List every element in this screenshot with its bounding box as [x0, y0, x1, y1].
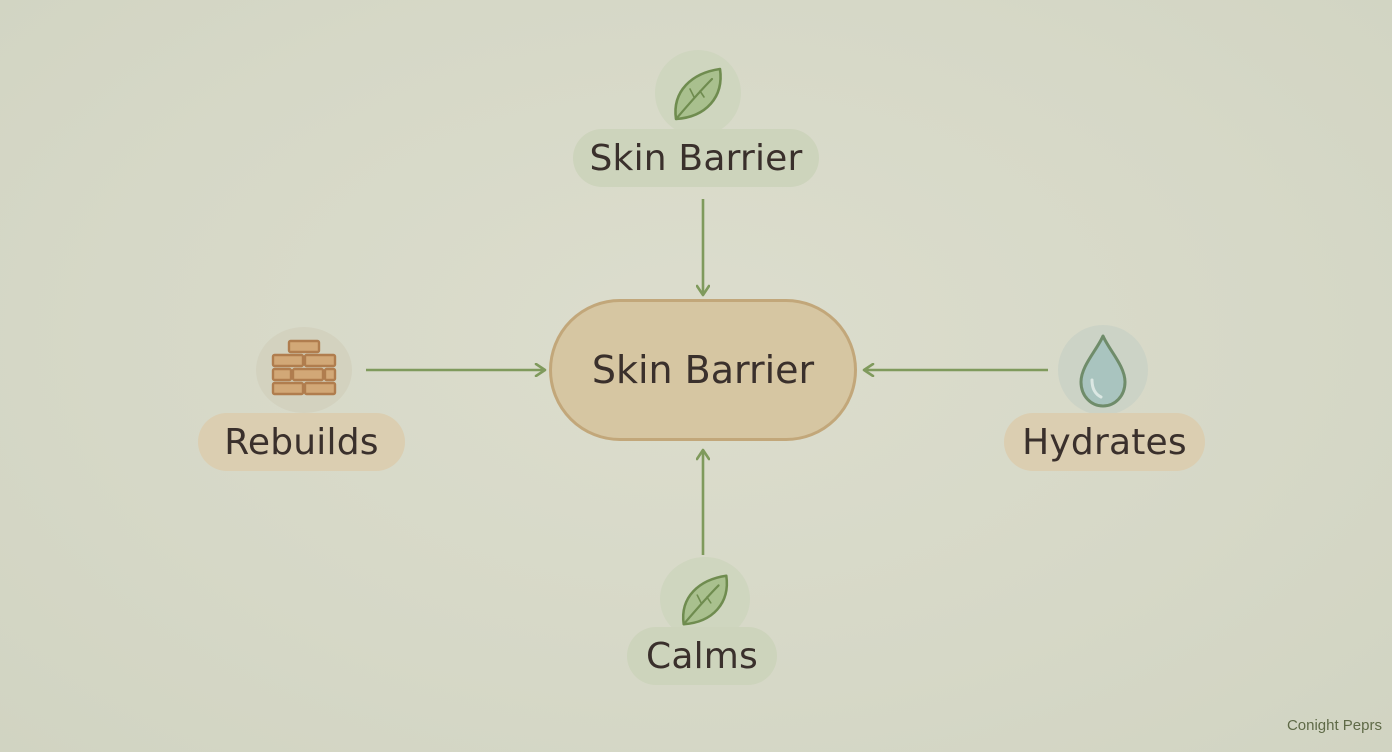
node-label-left: Rebuilds [198, 413, 405, 471]
center-node: Skin Barrier [549, 299, 857, 441]
top-node-icon-bubble [655, 50, 741, 136]
water-drop-icon [1079, 334, 1127, 408]
node-label-right: Hydrates [1004, 413, 1205, 471]
credit-text: Conight Peprs [1286, 717, 1382, 734]
node-label-top: Skin Barrier [573, 129, 819, 187]
leaf-icon [681, 574, 729, 626]
leaf-icon [674, 67, 722, 121]
brick-wall-icon [271, 339, 337, 396]
right-node-icon-bubble [1058, 325, 1148, 415]
left-node-icon-bubble [256, 327, 352, 413]
node-label-bottom: Calms [627, 627, 777, 685]
